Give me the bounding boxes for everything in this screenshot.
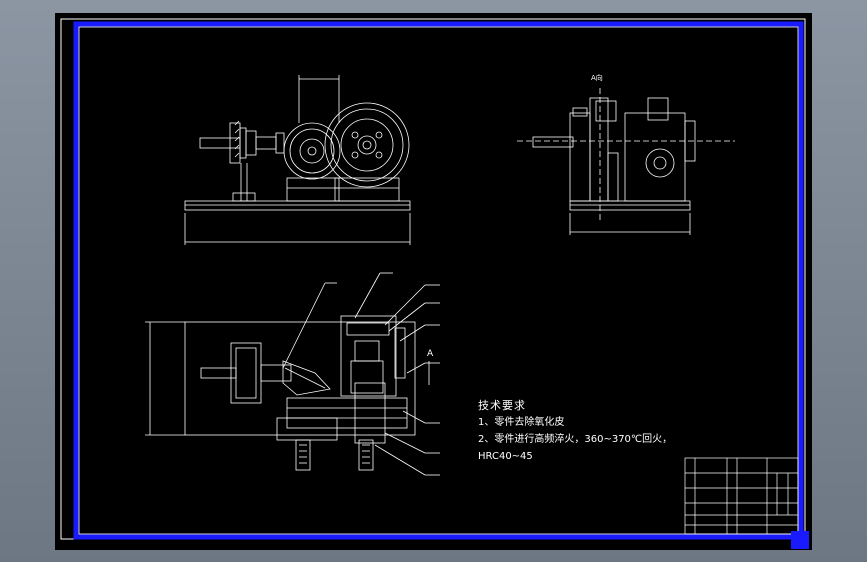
tech-req-title: 技术要求 bbox=[478, 399, 526, 412]
front-view bbox=[184, 75, 411, 245]
drawing-canvas bbox=[60, 18, 806, 540]
blue-frame bbox=[73, 21, 804, 540]
tech-req-item-3: HRC40~45 bbox=[478, 451, 533, 462]
plan-view bbox=[145, 272, 440, 476]
side-view bbox=[517, 88, 735, 235]
section-marker: A bbox=[427, 349, 434, 359]
inner-border bbox=[78, 26, 799, 535]
outer-border bbox=[60, 18, 806, 540]
technical-requirements: 技术要求 1、零件去除氧化皮 2、零件进行高频淬火，360~370℃回火， HR… bbox=[478, 397, 672, 465]
tech-req-item-2: 2、零件进行高频淬火，360~370℃回火， bbox=[478, 434, 673, 445]
blue-corner-square-icon bbox=[791, 531, 809, 549]
drawing-sheet: A向 A bbox=[55, 13, 812, 550]
title-block bbox=[684, 457, 799, 535]
tech-req-item-1: 1、零件去除氧化皮 bbox=[478, 417, 565, 428]
view-label-a: A向 bbox=[591, 74, 603, 82]
